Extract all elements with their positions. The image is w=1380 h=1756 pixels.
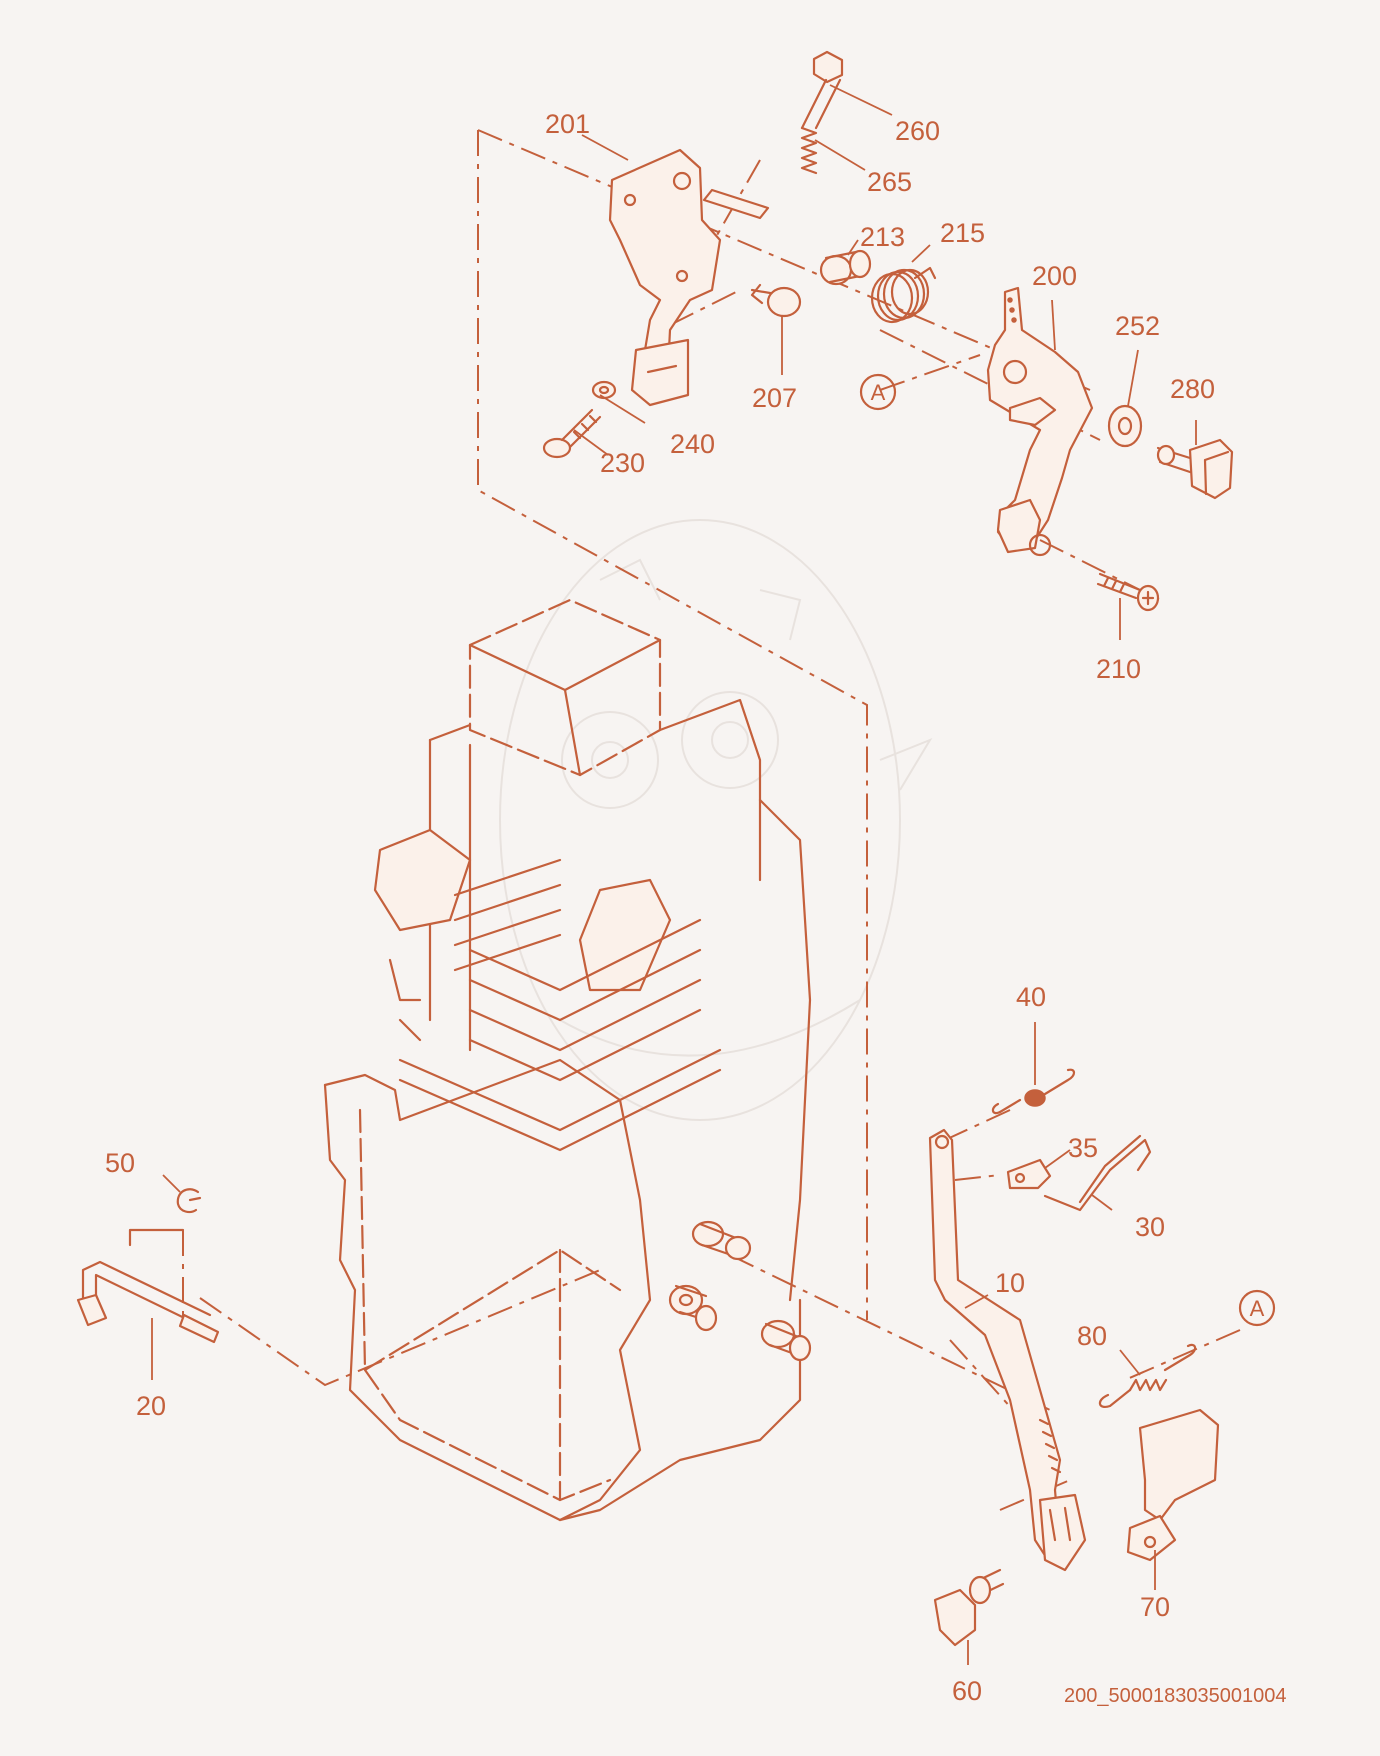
throttle-link-plate (702, 188, 770, 220)
label-252: 252 (1115, 311, 1160, 341)
label-40: 40 (1016, 982, 1046, 1012)
svg-text:A: A (1250, 1296, 1265, 1321)
plate-70 (1126, 1408, 1220, 1562)
governor-shaft-20 (76, 1228, 220, 1344)
label-30: 30 (1135, 1212, 1165, 1242)
label-70: 70 (1140, 1592, 1170, 1622)
label-215: 215 (940, 218, 985, 248)
rod-30 (1043, 1134, 1152, 1212)
bolt-60 (933, 1568, 1005, 1647)
reference-marker-a-upper: A (859, 373, 897, 411)
washer-252 (1107, 404, 1143, 448)
label-60: 60 (952, 1676, 982, 1706)
label-10: 10 (995, 1268, 1025, 1298)
label-265: 265 (867, 167, 912, 197)
label-240: 240 (670, 429, 715, 459)
label-20: 20 (136, 1391, 166, 1421)
control-lever-200 (986, 286, 1094, 557)
bolt-207 (750, 283, 802, 318)
collar-213 (819, 249, 872, 286)
label-207: 207 (752, 383, 797, 413)
assembly-guide-lines (182, 129, 1241, 1511)
washer-240 (591, 380, 617, 400)
label-201: 201 (545, 109, 590, 139)
label-213: 213 (860, 222, 905, 252)
svg-text:A: A (871, 380, 886, 405)
spring-265 (800, 126, 818, 175)
leader-lines (151, 84, 1197, 1665)
part-labels: 201 260 265 213 215 200 252 280 207 240 … (105, 109, 1215, 1706)
reference-marker-a-lower: A (1238, 1289, 1276, 1327)
label-210: 210 (1096, 654, 1141, 684)
label-230: 230 (600, 448, 645, 478)
label-80: 80 (1077, 1321, 1107, 1351)
bushing-lower (668, 1284, 718, 1332)
spring-40 (991, 1068, 1076, 1115)
retaining-ring-50 (176, 1188, 202, 1214)
screw-260 (800, 50, 844, 130)
governor-lever-10 (928, 1128, 1087, 1572)
label-260: 260 (895, 116, 940, 146)
screw-210 (1096, 572, 1160, 612)
bolt-230 (542, 408, 602, 459)
engine-block (323, 598, 812, 1522)
governor-arm-201 (608, 148, 722, 407)
torsion-spring-215 (870, 266, 937, 324)
bushing-right (760, 1319, 812, 1362)
label-280: 280 (1170, 374, 1215, 404)
label-50: 50 (105, 1148, 135, 1178)
spring-80 (1098, 1343, 1197, 1408)
bolt-280 (1156, 438, 1234, 500)
label-35: 35 (1068, 1133, 1098, 1163)
bushing-upper (691, 1220, 752, 1261)
watermark-illustration (499, 519, 933, 1121)
label-200: 200 (1032, 261, 1077, 291)
diagram-caption: 200_5000183035001004 (1064, 1685, 1286, 1707)
link-35 (1006, 1158, 1052, 1190)
